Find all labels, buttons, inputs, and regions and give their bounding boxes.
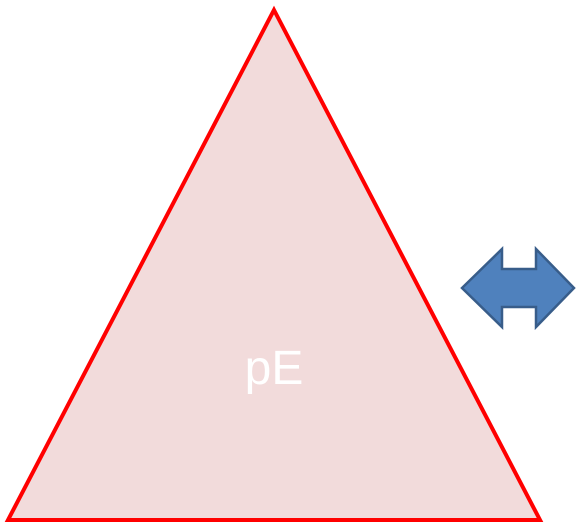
- triangle-shape: [4, 5, 544, 522]
- double-headed-arrow-icon: [460, 245, 576, 331]
- triangle-label: pE: [245, 342, 304, 395]
